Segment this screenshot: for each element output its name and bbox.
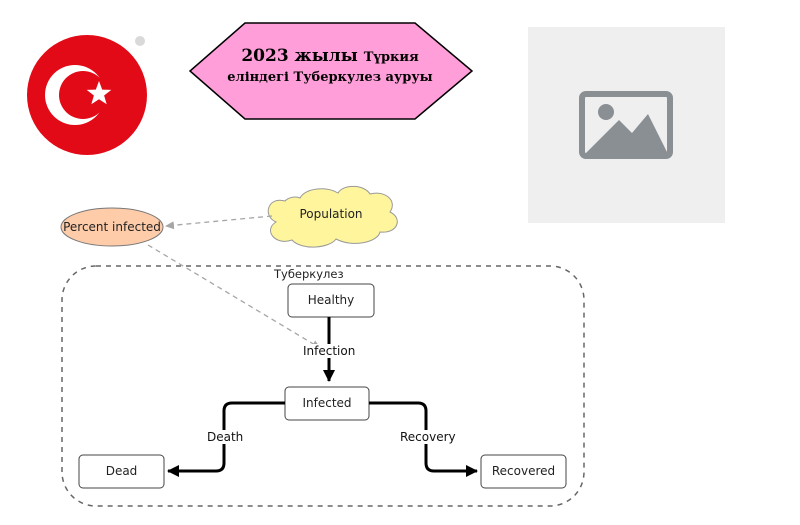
title-hexagon xyxy=(188,22,474,120)
percent-infected-label: Percent infected xyxy=(63,220,161,234)
percent-infected-node xyxy=(60,207,164,247)
recovered-box xyxy=(480,454,567,489)
title-subtitle: еліндегі Туберкулез ауруы xyxy=(227,69,433,85)
recovery-edge-label: Recovery xyxy=(399,430,457,444)
recovered-label: Recovered xyxy=(491,464,556,478)
page-title: 2023 жылы Түркия еліндегі Туберкулез аур… xyxy=(212,44,448,87)
death-edge-label: Death xyxy=(206,430,245,444)
population-label: Population xyxy=(299,207,363,221)
healthy-box xyxy=(287,283,375,318)
title-year: 2023 жылы xyxy=(241,46,358,66)
image-placeholder xyxy=(528,27,725,223)
turkey-flag-icon xyxy=(27,35,147,155)
tuberculosis-group xyxy=(61,265,585,507)
dead-label: Dead xyxy=(105,464,138,478)
title-country: Түркия xyxy=(363,50,419,65)
image-icon xyxy=(579,91,673,159)
infection-edge-label: Infection xyxy=(302,344,357,358)
population-cloud xyxy=(267,185,398,248)
population-to-percent-edge xyxy=(165,215,273,230)
percent-to-infection-edge xyxy=(147,244,321,349)
dead-box xyxy=(78,454,165,489)
group-label: Туберкулез xyxy=(274,267,344,281)
infected-label: Infected xyxy=(302,396,352,410)
healthy-label: Healthy xyxy=(307,293,355,307)
